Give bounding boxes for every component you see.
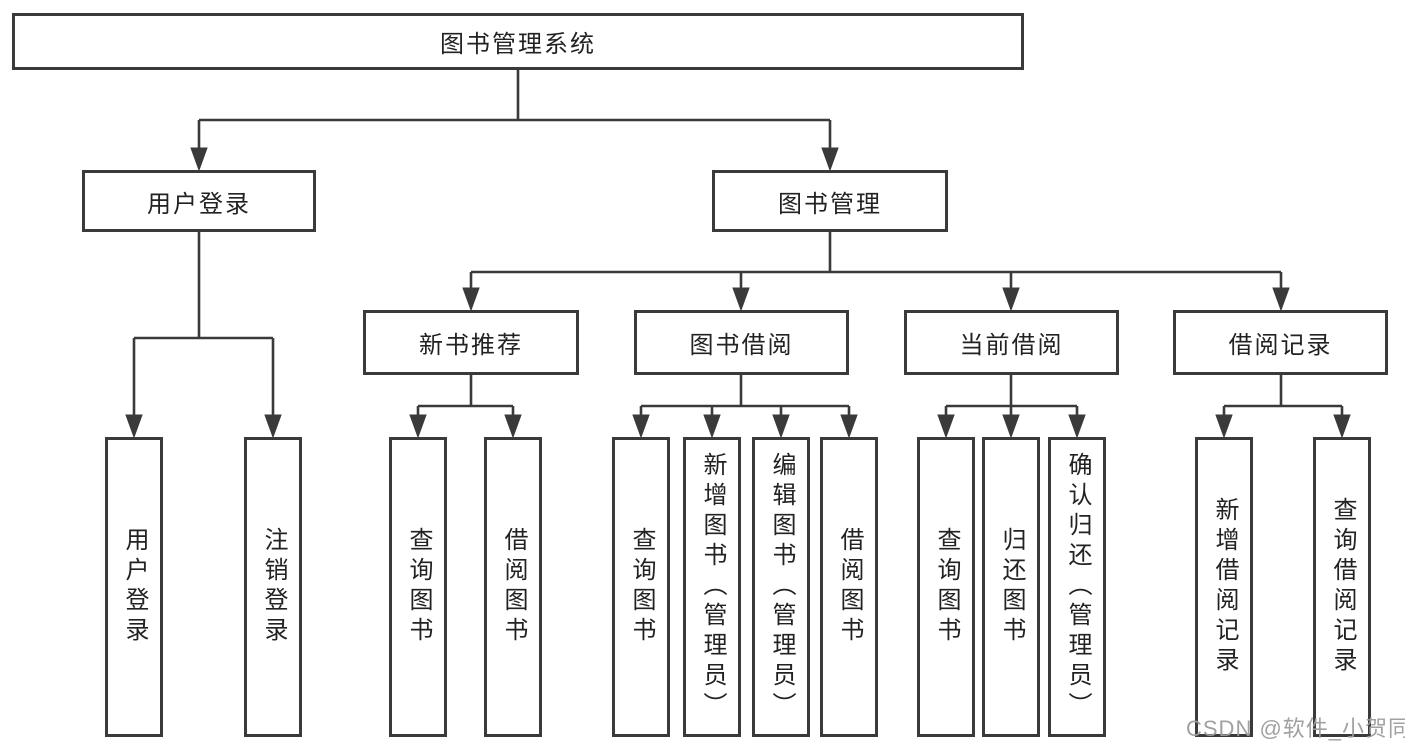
leaf-confirm-return-admin: 确认归还（管理员）	[1048, 437, 1106, 737]
node-current-borrowing: 当前借阅	[904, 310, 1119, 375]
leaf-logout: 注销登录	[244, 437, 302, 737]
leaf-label: 查询图书	[933, 527, 960, 647]
leaf-label: 注销登录	[260, 527, 287, 647]
leaf-label: 借阅图书	[500, 527, 527, 647]
leaf-label: 查询图书	[628, 527, 655, 647]
leaf-add-book-admin: 新增图书（管理员）	[683, 437, 741, 737]
leaf-borrow-books-recommend: 借阅图书	[484, 437, 542, 737]
node-label: 借阅记录	[1228, 332, 1333, 359]
node-label: 当前借阅	[959, 332, 1064, 359]
leaf-label: 借阅图书	[836, 527, 863, 647]
leaf-edit-book-admin: 编辑图书（管理员）	[752, 437, 810, 737]
leaf-label: 查询借阅记录	[1329, 497, 1356, 677]
node-label: 新书推荐	[419, 332, 523, 359]
node-label: 图书管理系统	[440, 31, 596, 58]
leaf-borrow-books-borrowing: 借阅图书	[820, 437, 878, 737]
leaf-label: 用户登录	[121, 527, 148, 647]
node-library-management-system: 图书管理系统	[12, 13, 1024, 70]
leaf-return-books: 归还图书	[982, 437, 1040, 737]
node-book-management: 图书管理	[712, 170, 948, 232]
leaf-add-borrow-record: 新增借阅记录	[1195, 437, 1253, 737]
leaf-query-books-current: 查询图书	[917, 437, 975, 737]
leaf-label: 确认归还（管理员）	[1064, 452, 1091, 722]
leaf-label: 归还图书	[998, 527, 1025, 647]
leaf-label: 新增借阅记录	[1211, 497, 1238, 677]
node-label: 图书借阅	[689, 332, 794, 359]
leaf-label: 编辑图书（管理员）	[768, 452, 795, 722]
leaf-label: 新增图书（管理员）	[699, 452, 726, 722]
node-user-login: 用户登录	[82, 170, 316, 232]
node-label: 图书管理	[778, 190, 882, 218]
leaf-query-borrow-record: 查询借阅记录	[1313, 437, 1371, 737]
node-label: 用户登录	[147, 190, 251, 218]
leaf-user-login: 用户登录	[105, 437, 163, 737]
node-new-book-recommend: 新书推荐	[363, 310, 579, 375]
leaf-query-books-recommend: 查询图书	[389, 437, 447, 737]
csdn-watermark: CSDN @软件_小贺同学	[1186, 716, 1405, 741]
leaf-query-books-borrowing: 查询图书	[612, 437, 670, 737]
leaf-label: 查询图书	[405, 527, 432, 647]
node-borrowing-records: 借阅记录	[1173, 310, 1388, 375]
node-book-borrowing: 图书借阅	[634, 310, 849, 375]
